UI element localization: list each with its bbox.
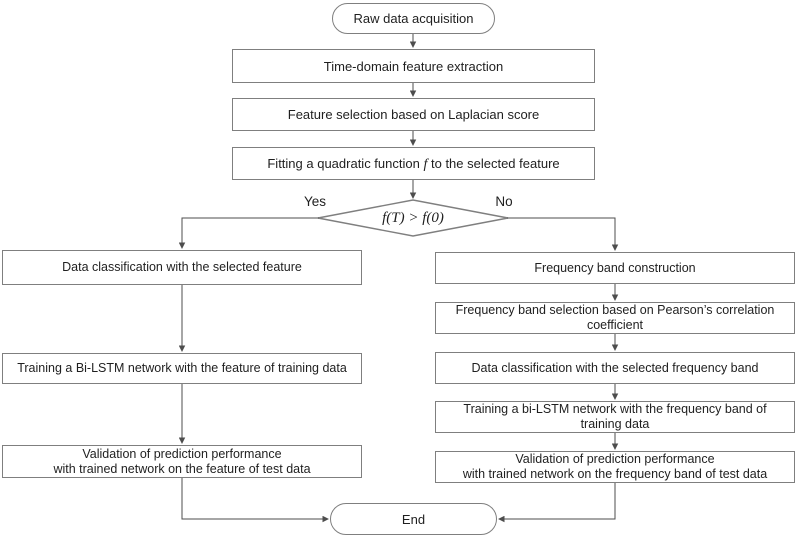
end-terminator: End: [330, 503, 497, 535]
no-branch-label: No: [495, 194, 513, 209]
start-terminator: Raw data acquisition: [332, 3, 495, 34]
process-frequency-band-construction: Frequency band construction: [435, 252, 795, 284]
connector-decision-yes: [178, 217, 319, 249]
connector-left-to-end: [181, 478, 329, 523]
process-validation-frequency-band: Validation of prediction performance wit…: [435, 451, 795, 483]
process-data-classification-feature: Data classification with the selected fe…: [2, 250, 362, 285]
process-feature-selection: Feature selection based on Laplacian sco…: [232, 98, 595, 131]
connector-decision-no: [507, 217, 619, 251]
process-validation-feature: Validation of prediction performance wit…: [2, 445, 362, 478]
process-frequency-band-selection: Frequency band selection based on Pearso…: [435, 302, 795, 334]
fitting-label-prefix: Fitting a quadratic function: [267, 155, 420, 171]
process-train-bilstm-feature: Training a Bi-LSTM network with the feat…: [2, 353, 362, 384]
fitting-label-suffix: to the selected feature: [430, 155, 560, 171]
process-train-bilstm-frequency-band: Training a bi-LSTM network with the freq…: [435, 401, 795, 433]
fitting-math-symbol: f: [423, 156, 428, 172]
yes-branch-label: Yes: [303, 194, 327, 209]
decision-condition-label: f(T) > f(0): [382, 209, 444, 226]
process-time-domain-extraction: Time-domain feature extraction: [232, 49, 595, 83]
connector-right-to-end: [498, 483, 616, 523]
process-quadratic-fitting: Fitting a quadratic function f to the se…: [232, 147, 595, 180]
process-data-classification-frequency-band: Data classification with the selected fr…: [435, 352, 795, 384]
